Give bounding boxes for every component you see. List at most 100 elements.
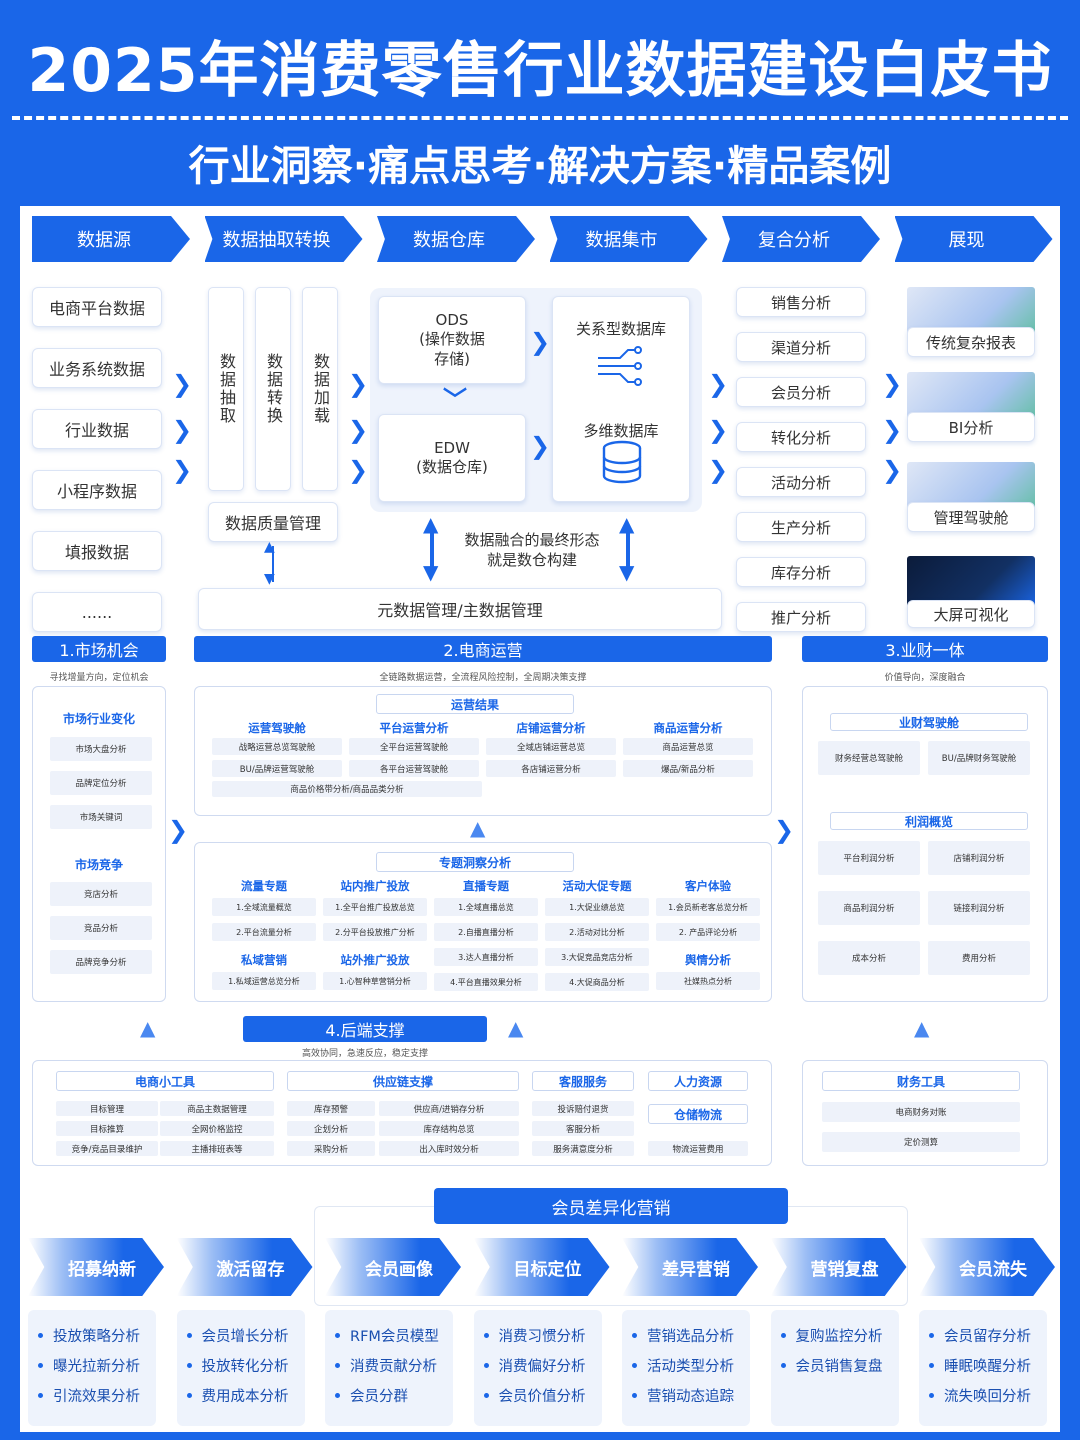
member-card-6: 复购监控分析会员销售复盘 [771, 1310, 899, 1426]
arrow-up-icon: ▲ [619, 514, 634, 534]
competition-item-1: 竞店分析 [50, 882, 152, 906]
etl-3: 数据加载 [302, 287, 338, 491]
service-item-3: 服务满意度分析 [532, 1141, 634, 1156]
member-item: 投放策略分析 [38, 1320, 156, 1350]
chevron-right-icon: ❯ [882, 418, 902, 442]
analysis-2: 渠道分析 [736, 332, 866, 362]
chevron-right-icon: ❯ [172, 458, 192, 482]
result-item-4-2: 爆品/新品分析 [623, 760, 753, 777]
insight-item-2-2: 2.分平台投放推广分析 [323, 923, 427, 941]
arrow-down-icon: ▼ [423, 562, 438, 582]
source-6: ...... [32, 592, 162, 632]
market-group-1: 市场行业变化 [32, 710, 166, 726]
metadata-box: 元数据管理/主数据管理 [198, 588, 722, 630]
arrow-up-icon: ▲ [423, 514, 438, 534]
member-item: 睡眠唤醒分析 [929, 1350, 1047, 1380]
analysis-7: 库存分析 [736, 557, 866, 587]
ods-box: ODS (操作数据 存储) [378, 296, 526, 384]
insight-extra-item-3: 社媒热点分析 [656, 972, 760, 990]
insight-item-3-4: 4.平台直播效果分析 [434, 973, 538, 991]
page-subtitle: 行业洞察·痛点思考·解决方案·精品案例 [0, 132, 1080, 192]
finance-cockpit-tag: 业财驾驶舱 [830, 713, 1028, 731]
ecom-insight-tag: 专题洞察分析 [376, 852, 574, 872]
member-item: 消费偏好分析 [484, 1350, 602, 1380]
rel-db-label: 关系型数据库 [552, 318, 690, 338]
profit-item-3: 商品利润分析 [818, 891, 920, 925]
competition-item-3: 品牌竞争分析 [50, 950, 152, 974]
finance-desc: 价值导向，深度融合 [802, 670, 1048, 684]
member-card-4: 消费习惯分析消费偏好分析会员价值分析 [474, 1310, 602, 1426]
finance-header: 3.业财一体 [802, 636, 1048, 662]
display-4: 大屏可视化 [907, 600, 1035, 628]
chevron-right-icon: ❯ [530, 434, 550, 458]
chevron-right-icon: ❯ [172, 372, 192, 396]
etl-1: 数据抽取 [208, 287, 244, 491]
chevron-right-icon: ❯ [530, 330, 550, 354]
member-item: 会员销售复盘 [781, 1350, 899, 1380]
source-1: 电商平台数据 [32, 287, 162, 327]
cockpit-item-2: BU/品牌财务驾驶舱 [928, 741, 1030, 775]
member-item: 会员留存分析 [929, 1320, 1047, 1350]
market-group-2: 市场竞争 [32, 856, 166, 872]
insight-col-4: 活动大促专题 [545, 878, 649, 892]
flow-step-5: 复合分析 [722, 216, 880, 262]
tools-item-4: 全网价格监控 [160, 1121, 274, 1136]
flow-step-4: 数据集市 [550, 216, 708, 262]
supply-item-1: 库存预警 [287, 1101, 375, 1116]
display-3: 管理驾驶舱 [907, 502, 1035, 532]
tools-item-6: 主播排班表等 [160, 1141, 274, 1156]
fin-tools-item-2: 定价测算 [822, 1132, 1020, 1152]
analysis-1: 销售分析 [736, 287, 866, 317]
market-header: 1.市场机会 [32, 636, 166, 662]
insight-item-3-2: 2.自播直播分析 [434, 923, 538, 941]
source-4: 小程序数据 [32, 470, 162, 510]
profit-item-4: 链接利润分析 [928, 891, 1030, 925]
arrow-up-icon: ▲ [470, 818, 485, 838]
result-item-4-1: 商品运营总览 [623, 738, 753, 755]
backend-header: 4.后端支撑 [243, 1016, 487, 1042]
cockpit-item-1: 财务经营总驾驶舱 [818, 741, 920, 775]
flow-step-6: 展现 [895, 216, 1053, 262]
insight-item-4-1: 1.大促业绩总览 [545, 898, 649, 916]
member-card-3: RFM会员模型消费贡献分析会员分群 [325, 1310, 453, 1426]
insight-col-5: 客户体验 [656, 878, 760, 892]
chevron-right-icon: ❯ [172, 418, 192, 442]
ecom-header: 2.电商运营 [194, 636, 772, 662]
member-card-7: 会员留存分析睡眠唤醒分析流失唤回分析 [919, 1310, 1047, 1426]
result-col-3: 店铺运营分析 [486, 720, 616, 734]
result-item-3-1: 全域店铺运营总览 [486, 738, 616, 755]
market-desc: 寻找增量方向，定位机会 [32, 670, 166, 684]
supply-item-2: 供应商/进销存分析 [379, 1101, 519, 1116]
arrow-up-icon: ▲ [140, 1018, 155, 1038]
insight-item-2-1: 1.全平台推广投放总览 [323, 898, 427, 916]
backend-desc: 高效协同，急速反应，稳定支撑 [243, 1046, 487, 1060]
insight-item-1-2: 2.平台流量分析 [212, 923, 316, 941]
tools-item-2: 商品主数据管理 [160, 1101, 274, 1116]
result-item-2-1: 全平台运营驾驶舱 [349, 738, 479, 755]
supply-item-5: 采购分析 [287, 1141, 375, 1156]
tools-tag: 电商小工具 [56, 1071, 274, 1091]
chevron-right-icon: ❯ [168, 818, 188, 842]
page-title: 2025年消费零售行业数据建设白皮书 [0, 22, 1080, 109]
member-item: 费用成本分析 [187, 1380, 305, 1410]
result-item-1-1: 战略运营总览驾驶舱 [212, 738, 342, 755]
insight-item-1-1: 1.全域流量概览 [212, 898, 316, 916]
member-item: 活动类型分析 [632, 1350, 750, 1380]
market-item-2: 品牌定位分析 [50, 771, 152, 795]
member-item: 会员分群 [335, 1380, 453, 1410]
flow-step-2: 数据抽取转换 [205, 216, 363, 262]
profit-item-1: 平台利润分析 [818, 841, 920, 875]
analysis-5: 活动分析 [736, 467, 866, 497]
member-item: 营销动态追踪 [632, 1380, 750, 1410]
insight-item-4-2: 2.活动对比分析 [545, 923, 649, 941]
tools-item-1: 目标管理 [56, 1101, 158, 1116]
arrow-up-icon: ▲ [914, 1018, 929, 1038]
result-item-1-2: BU/品牌运营驾驶舱 [212, 760, 342, 777]
supply-item-6: 出入库时效分析 [379, 1141, 519, 1156]
result-col-4: 商品运营分析 [623, 720, 753, 734]
database-icon [600, 440, 644, 484]
insight-extra-item-2: 1.心智种草营销分析 [323, 972, 427, 990]
analysis-3: 会员分析 [736, 377, 866, 407]
multi-db-label: 多维数据库 [552, 420, 690, 440]
arrow-up-icon: ▲ [264, 540, 275, 554]
